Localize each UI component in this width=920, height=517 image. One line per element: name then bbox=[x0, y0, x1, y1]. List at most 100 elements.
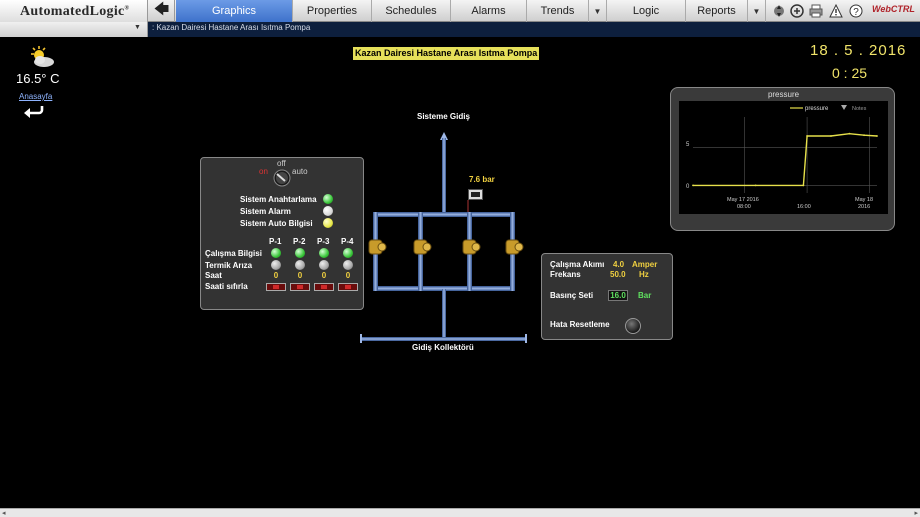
p4-hours-value: 0 bbox=[345, 271, 351, 280]
legend-series-label: pressure bbox=[805, 106, 829, 112]
pump-3-icon bbox=[462, 239, 481, 255]
p1-thermal-led bbox=[271, 260, 281, 270]
system-supply-label: Sisteme Gidiş bbox=[417, 112, 470, 121]
tab-reports[interactable]: Reports bbox=[686, 0, 748, 22]
page-title: Kazan Dairesi Hastane Arası Isıtma Pompa bbox=[353, 47, 540, 60]
supply-collector-label: Gidiş Kollektörü bbox=[412, 343, 474, 352]
data-point bbox=[802, 184, 805, 187]
data-point bbox=[830, 135, 832, 137]
p4-hours-reset-button[interactable] bbox=[338, 283, 358, 291]
svg-text:?: ? bbox=[853, 7, 859, 18]
pump-4-icon bbox=[505, 239, 524, 255]
system-alarm-label: Sistem Alarm bbox=[240, 207, 291, 216]
tab-graphics[interactable]: Graphics bbox=[176, 0, 293, 22]
notes-toggle-icon[interactable] bbox=[841, 105, 847, 110]
current-value: 4.0 bbox=[613, 260, 625, 269]
system-switching-label: Sistem Anahtarlama bbox=[240, 195, 317, 204]
p1-hours-reset-button[interactable] bbox=[266, 283, 286, 291]
time-display: 0 : 25 bbox=[832, 65, 868, 81]
tab-trends[interactable]: Trends bbox=[527, 0, 589, 22]
data-point bbox=[863, 134, 865, 137]
data-point bbox=[876, 135, 878, 137]
data-point bbox=[692, 184, 694, 187]
trend-chart-svg: pressure Notes 5 0 May 17 2016 08:00 16:… bbox=[686, 105, 878, 210]
mode-selector-knob[interactable] bbox=[273, 169, 291, 187]
y-tick-label: 5 bbox=[686, 142, 690, 148]
x-tick-label: 16:00 bbox=[797, 204, 811, 210]
hours-label: Saat bbox=[205, 271, 222, 280]
breadcrumb-bar bbox=[0, 22, 920, 37]
series-line-pressure bbox=[693, 132, 878, 187]
pump-header-p2: P-2 bbox=[293, 237, 306, 246]
print-icon[interactable] bbox=[808, 3, 824, 19]
current-label: Çalışma Akımı bbox=[550, 260, 605, 269]
pressure-gauge-value: 7.6 bar bbox=[469, 175, 495, 184]
trends-dropdown-icon[interactable]: ▼ bbox=[589, 0, 607, 22]
fault-reset-label: Hata Resetleme bbox=[550, 320, 610, 329]
p4-thermal-led bbox=[343, 260, 353, 270]
running-info-label: Çalışma Bilgisi bbox=[205, 249, 262, 258]
trend-plot: pressure Notes 5 0 May 17 2016 08:00 16:… bbox=[679, 101, 888, 214]
pressure-setpoint-unit: Bar bbox=[638, 291, 652, 300]
webctrl-logo: WebCTRL bbox=[872, 4, 915, 14]
tree-dropdown-icon[interactable]: ▼ bbox=[134, 24, 141, 31]
data-point bbox=[754, 184, 757, 187]
p1-hours-value: 0 bbox=[273, 271, 279, 280]
legend-notes-label[interactable]: Notes bbox=[852, 106, 867, 112]
home-link[interactable]: Anasayfa bbox=[19, 92, 53, 101]
collector-pipe bbox=[442, 289, 446, 337]
tree-toggle-area[interactable] bbox=[0, 22, 148, 37]
reports-dropdown-icon[interactable]: ▼ bbox=[748, 0, 766, 22]
upper-header-pipe bbox=[373, 212, 515, 217]
x-tick-label: 08:00 bbox=[737, 204, 751, 210]
help-icon[interactable]: ? bbox=[848, 3, 864, 19]
p3-running-led bbox=[319, 248, 329, 258]
frequency-label: Frekans bbox=[550, 270, 581, 279]
collector-header bbox=[360, 337, 527, 341]
zoom-icon[interactable] bbox=[789, 3, 805, 19]
p1-running-led bbox=[271, 248, 281, 258]
alert-icon[interactable] bbox=[828, 3, 844, 19]
supply-riser-pipe bbox=[442, 138, 446, 214]
brand-logo: AutomatedLogic® bbox=[0, 0, 148, 22]
p3-hours-reset-button[interactable] bbox=[314, 283, 334, 291]
pump-2-icon bbox=[413, 239, 432, 255]
switch-off-label: off bbox=[277, 159, 286, 168]
navigation-icon[interactable] bbox=[771, 3, 787, 19]
switch-auto-label: auto bbox=[292, 167, 308, 176]
p2-hours-reset-button[interactable] bbox=[290, 283, 310, 291]
pump-header-p1: P-1 bbox=[269, 237, 282, 246]
pressure-setpoint-label: Basınç Seti bbox=[550, 291, 594, 300]
outdoor-temperature: 16.5° C bbox=[16, 71, 60, 86]
p3-hours-value: 0 bbox=[321, 271, 327, 280]
horizontal-scrollbar[interactable]: ◂ ▸ bbox=[0, 508, 920, 517]
trend-title: pressure bbox=[767, 90, 800, 99]
pressure-gauge-icon bbox=[468, 189, 483, 200]
pump-header-p4: P-4 bbox=[341, 237, 354, 246]
pump-header-p3: P-3 bbox=[317, 237, 330, 246]
pump-piping-diagram bbox=[360, 132, 527, 343]
current-unit: Amper bbox=[632, 260, 658, 269]
tab-properties[interactable]: Properties bbox=[293, 0, 372, 22]
logo-registered: ® bbox=[124, 5, 130, 12]
return-arrow-icon[interactable] bbox=[22, 104, 46, 118]
tab-alarms[interactable]: Alarms bbox=[451, 0, 527, 22]
system-switching-led bbox=[323, 194, 333, 204]
breadcrumb[interactable]: : Kazan Dairesi Hastane Arası Isıtma Pom… bbox=[152, 23, 311, 32]
system-auto-led bbox=[323, 218, 333, 228]
pressure-setpoint-field[interactable]: 16.0 bbox=[608, 290, 628, 301]
drive-info-panel bbox=[541, 253, 673, 340]
pressure-trend-panel[interactable]: pressure pressure Notes 5 0 May 17 2016 … bbox=[670, 87, 895, 231]
data-point bbox=[806, 135, 808, 137]
tab-logic[interactable]: Logic bbox=[607, 0, 686, 22]
system-alarm-led bbox=[323, 206, 333, 216]
scroll-left-icon[interactable]: ◂ bbox=[2, 510, 6, 517]
p4-running-led bbox=[343, 248, 353, 258]
tab-schedules[interactable]: Schedules bbox=[372, 0, 451, 22]
scroll-right-icon[interactable]: ▸ bbox=[914, 510, 918, 517]
x-tick-label: May 18 bbox=[855, 197, 873, 203]
frequency-value: 50.0 bbox=[610, 270, 626, 279]
fault-reset-button[interactable] bbox=[625, 318, 641, 334]
frequency-unit: Hz bbox=[639, 270, 649, 279]
back-button[interactable]: 🡄 bbox=[149, 0, 175, 22]
